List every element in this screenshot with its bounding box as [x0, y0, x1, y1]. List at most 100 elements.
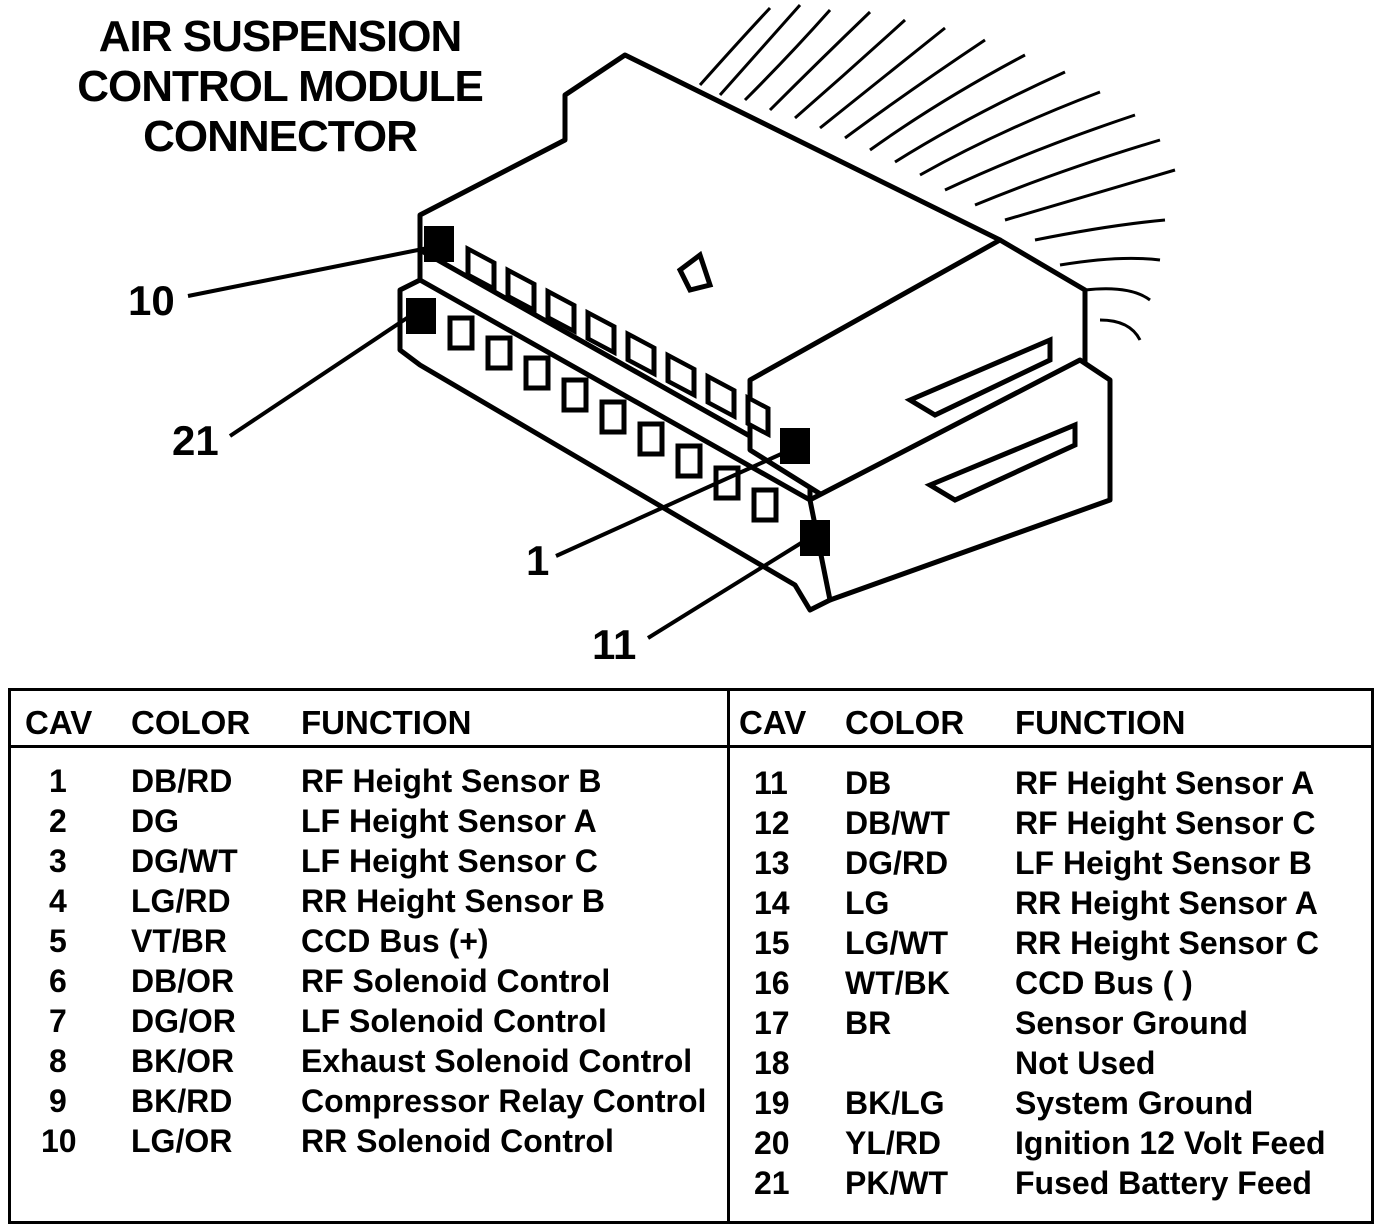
table-row: 16 WT/BK CCD Bus ( )	[730, 963, 1371, 1003]
cav-cell: 2	[49, 803, 67, 839]
color-cell: BR	[845, 1005, 892, 1041]
function-cell: LF Height Sensor C	[301, 843, 598, 879]
pin-marker-10	[424, 226, 454, 262]
table-row: 9 BK/RD Compressor Relay Control	[11, 1081, 727, 1121]
title-line-2: CONTROL MODULE	[77, 62, 484, 111]
table-row: 2 DG LF Height Sensor A	[11, 801, 727, 841]
table-row: 10 LG/OR RR Solenoid Control	[11, 1121, 727, 1161]
cav-cell: 17	[754, 1005, 790, 1041]
function-cell: LF Height Sensor B	[1015, 845, 1312, 881]
table-row: 21 PK/WT Fused Battery Feed	[730, 1163, 1371, 1203]
color-cell: DG/WT	[131, 843, 238, 879]
function-cell: System Ground	[1015, 1085, 1254, 1121]
table-row: 4 LG/RD RR Height Sensor B	[11, 881, 727, 921]
function-cell: RF Height Sensor C	[1015, 805, 1316, 841]
pinout-table: CAV COLOR FUNCTION CAV COLOR FUNCTION 1 …	[8, 688, 1374, 1224]
cav-cell: 8	[49, 1043, 67, 1079]
color-cell: DB	[845, 765, 892, 801]
cav-cell: 15	[754, 925, 790, 961]
cav-cell: 10	[41, 1123, 77, 1159]
cav-cell: 3	[49, 843, 67, 879]
table-row: 18 Not Used	[730, 1043, 1371, 1083]
header-underline-right	[730, 745, 1371, 748]
function-cell: Compressor Relay Control	[301, 1083, 707, 1119]
color-cell: LG	[845, 885, 890, 921]
cav-cell: 9	[49, 1083, 67, 1119]
header-color-right: COLOR	[845, 704, 965, 741]
cavity-label-21: 21	[172, 417, 219, 464]
color-cell: DG/OR	[131, 1003, 236, 1039]
table-column-divider	[727, 691, 730, 1221]
function-cell: RR Height Sensor B	[301, 883, 606, 919]
lower-cavity-row	[447, 315, 779, 523]
table-row: 11 DB RF Height Sensor A	[730, 763, 1371, 803]
color-cell: DG/RD	[845, 845, 949, 881]
cav-cell: 12	[754, 805, 790, 841]
pin-marker-11	[800, 520, 830, 556]
header-function-right: FUNCTION	[1015, 704, 1186, 741]
function-cell: Sensor Ground	[1015, 1005, 1248, 1041]
upper-cavity-row	[465, 245, 771, 439]
color-cell: DB/OR	[131, 963, 235, 999]
color-cell: LG/WT	[845, 925, 949, 961]
header-cav-right: CAV	[739, 704, 807, 741]
header-function-left: FUNCTION	[301, 704, 472, 741]
table-row: 6 DB/OR RF Solenoid Control	[11, 961, 727, 1001]
function-cell: RR Solenoid Control	[301, 1123, 614, 1159]
color-cell: VT/BR	[131, 923, 227, 959]
leader-lines	[187, 246, 808, 640]
function-cell: RF Height Sensor B	[301, 763, 602, 799]
cav-cell: 11	[754, 765, 788, 801]
header-cav-left: CAV	[25, 704, 93, 741]
cav-cell: 20	[754, 1125, 790, 1161]
cav-cell: 16	[754, 965, 790, 1001]
cav-cell: 13	[754, 845, 790, 881]
diagram-title: AIR SUSPENSION CONTROL MODULE CONNECTOR	[40, 12, 520, 162]
table-row: 5 VT/BR CCD Bus (+)	[11, 921, 727, 961]
table-row: 8 BK/OR Exhaust Solenoid Control	[11, 1041, 727, 1081]
function-cell: RF Solenoid Control	[301, 963, 611, 999]
cav-cell: 14	[754, 885, 790, 921]
header-color-left: COLOR	[131, 704, 251, 741]
function-cell: Fused Battery Feed	[1015, 1165, 1312, 1201]
connector-illustration	[187, 4, 1176, 640]
pin-markers	[406, 226, 830, 556]
function-cell: CCD Bus (+)	[301, 923, 489, 959]
table-row: 3 DG/WT LF Height Sensor C	[11, 841, 727, 881]
cavity-label-10: 10	[128, 277, 175, 324]
function-cell: LF Height Sensor A	[301, 803, 597, 839]
cav-cell: 7	[49, 1003, 67, 1039]
color-cell: YL/RD	[845, 1125, 941, 1161]
cavity-label-11: 11	[592, 621, 637, 668]
table-row: 13 DG/RD LF Height Sensor B	[730, 843, 1371, 883]
table-row: 1 DB/RD RF Height Sensor B	[11, 761, 727, 801]
color-cell: BK/OR	[131, 1043, 235, 1079]
cav-cell: 4	[49, 883, 67, 919]
function-cell: LF Solenoid Control	[301, 1003, 607, 1039]
cav-cell: 1	[49, 763, 67, 799]
title-line-3: CONNECTOR	[143, 112, 418, 161]
color-cell: LG/OR	[131, 1123, 233, 1159]
color-cell: DB/WT	[845, 805, 950, 841]
cav-cell: 18	[754, 1045, 790, 1081]
table-row: 17 BR Sensor Ground	[730, 1003, 1371, 1043]
cav-cell: 5	[49, 923, 67, 959]
color-cell: WT/BK	[845, 965, 950, 1001]
table-row: 12 DB/WT RF Height Sensor C	[730, 803, 1371, 843]
color-cell: DG	[131, 803, 179, 839]
table-row: 7 DG/OR LF Solenoid Control	[11, 1001, 727, 1041]
connector-latch	[676, 250, 1078, 503]
cav-cell: 6	[49, 963, 67, 999]
pin-marker-1	[780, 428, 810, 464]
function-cell: RF Height Sensor A	[1015, 765, 1315, 801]
title-line-1: AIR SUSPENSION	[98, 12, 463, 61]
color-cell: LG/RD	[131, 883, 231, 919]
cavity-label-1: 1	[526, 537, 550, 584]
table-row: 20 YL/RD Ignition 12 Volt Feed	[730, 1123, 1371, 1163]
header-underline-left	[11, 745, 727, 748]
pin-marker-21	[406, 298, 436, 334]
function-cell: RR Height Sensor C	[1015, 925, 1320, 961]
function-cell: Not Used	[1015, 1045, 1156, 1081]
color-cell: DB/RD	[131, 763, 233, 799]
table-row: 14 LG RR Height Sensor A	[730, 883, 1371, 923]
